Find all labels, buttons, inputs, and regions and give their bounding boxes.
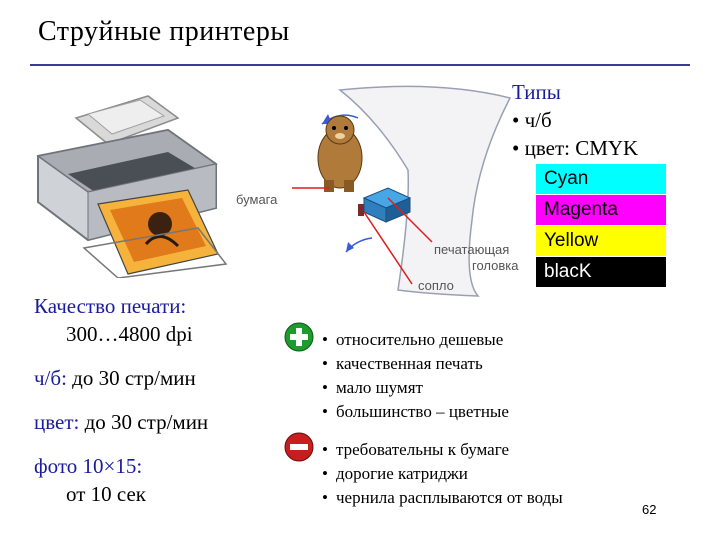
photo-label: фото 10×15: (34, 454, 143, 478)
title-underline (30, 64, 690, 66)
color-speed: цвет: до 30 стр/мин (34, 410, 208, 435)
cmyk-magenta: Magenta (536, 195, 666, 225)
cmyk-black: blacK (536, 257, 666, 287)
inkjet-printer-image (36, 95, 228, 278)
plus-icon (284, 322, 314, 352)
quality-label: Качество печати: (34, 294, 187, 318)
con-item: •чернила расплываются от воды (322, 488, 563, 507)
types-heading: Типы (512, 80, 561, 104)
type-item-color: • цвет: CMYK (512, 136, 639, 160)
print-head-diagram: бумага печатающая головка сопло (236, 85, 519, 297)
quality-value: 300…4800 dpi (66, 322, 193, 346)
nozzle-label: сопло (418, 278, 454, 293)
print-head-label-2: головка (472, 258, 519, 273)
pro-item: •относительно дешевые (322, 330, 504, 349)
type-item-bw: • ч/б (512, 108, 552, 132)
slide-title: Струйные принтеры (38, 16, 290, 47)
bw-speed: ч/б: до 30 стр/мин (34, 366, 196, 391)
print-head-label-1: печатающая (434, 242, 509, 257)
paper-label: бумага (236, 192, 278, 207)
pro-item: •мало шумят (322, 378, 423, 397)
page-number: 62 (642, 502, 657, 517)
color-speed-value: до 30 стр/мин (79, 410, 209, 434)
cmyk-cyan: Cyan (536, 164, 666, 194)
color-speed-label: цвет: (34, 410, 80, 434)
cmyk-yellow: Yellow (536, 226, 666, 256)
pro-item: •большинство – цветные (322, 402, 509, 421)
pro-item: •качественная печать (322, 354, 483, 373)
photo-value: от 10 сек (66, 482, 147, 506)
bw-speed-label: ч/б: (34, 366, 67, 390)
minus-icon (284, 432, 314, 462)
con-item: •требовательны к бумаге (322, 440, 509, 459)
bw-speed-value: до 30 стр/мин (66, 366, 196, 390)
con-item: •дорогие катриджи (322, 464, 468, 483)
